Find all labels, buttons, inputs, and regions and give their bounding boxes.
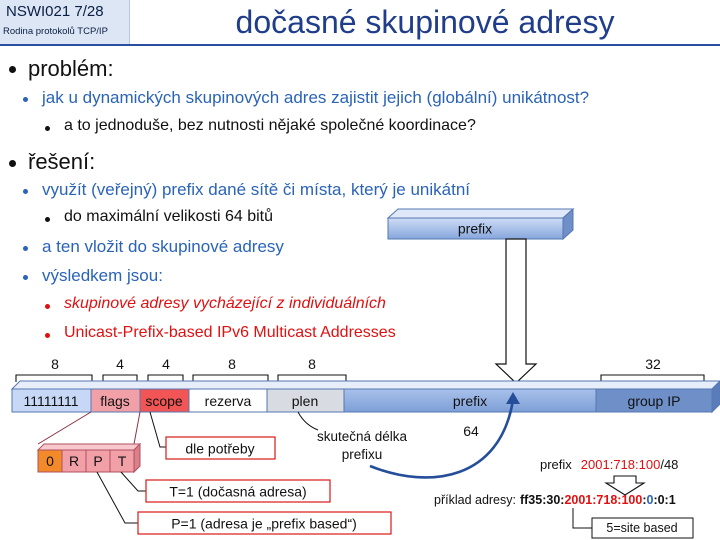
plen-curve-arrow <box>369 399 515 479</box>
bullet-dot <box>23 246 28 251</box>
flag-bit-r: R <box>69 453 79 469</box>
bits-8-a: 8 <box>51 356 59 372</box>
plen-note-line1: skutečná délka <box>317 429 408 444</box>
bullet-problem: problém: <box>28 56 114 81</box>
bullet-solution-1a: do maximální velikosti 64 bitů <box>64 208 273 225</box>
address-fields <box>11 388 713 413</box>
site-pointer <box>572 508 592 529</box>
connector-lines <box>96 411 166 524</box>
header-divider <box>0 44 720 46</box>
note-t: T=1 (dočasná adresa) <box>169 484 306 500</box>
flag-bit-p: P <box>93 453 102 469</box>
example-address: příklad adresy:ff35:30:2001:718:100:0:0:… <box>434 493 676 507</box>
note-p-box <box>137 511 392 535</box>
insert-arrow <box>494 238 538 384</box>
bullet-dot <box>23 97 28 102</box>
bit-labels: 8 4 4 8 8 64 32 <box>51 356 661 439</box>
bullet-problem-question-2: a to jednoduše, bez nutnosti nějaké spol… <box>64 117 476 134</box>
plen-arrowhead <box>506 392 520 404</box>
prefix-source-box: prefix <box>386 207 575 241</box>
bullet-solution-3a: skupinové adresy vycházející z individuá… <box>64 295 386 312</box>
field-prefix: prefix <box>453 393 487 409</box>
field-group-ip: group IP <box>628 393 681 409</box>
field-plen: plen <box>292 393 318 409</box>
bullet-solution: řešení: <box>28 149 96 174</box>
bits-8-b: 8 <box>228 356 236 372</box>
bullet-dot <box>45 126 50 131</box>
field-flags: flags <box>100 393 130 409</box>
bullet-solution-3: výsledkem jsou: <box>42 266 163 285</box>
bits-8-c: 8 <box>308 356 316 372</box>
note-scope-box <box>165 436 276 460</box>
bullet-solution-2: a ten vložit do skupinové adresy <box>42 237 284 256</box>
bullet-dot <box>23 275 28 280</box>
course-code: NSWI021 7/28 <box>6 3 104 20</box>
plen-pointer <box>297 411 319 431</box>
bullet-dot <box>9 66 16 73</box>
field-reserved: rezerva <box>205 393 252 409</box>
field-scope: scope <box>145 393 183 409</box>
bits-4-b: 4 <box>162 356 170 372</box>
bullet-dot <box>45 333 50 338</box>
header-badge: NSWI021 7/28 Rodina protokolů TCP/IP <box>0 0 130 44</box>
bits-32: 32 <box>645 356 661 372</box>
bullet-dot <box>9 160 16 167</box>
example-down-arrow <box>604 475 646 496</box>
bullet-dot <box>45 304 50 309</box>
flag-bit-t: T <box>118 453 127 469</box>
note-p: P=1 (adresa je „prefix based“) <box>171 516 357 532</box>
field-ff: 11111111 <box>23 393 78 409</box>
bits-4-a: 4 <box>116 356 124 372</box>
note-scope: dle potřeby <box>185 441 254 457</box>
prefix-box-label: prefix <box>458 221 492 237</box>
site-note: 5=site based <box>606 521 677 535</box>
plen-note-line2: prefixu <box>342 447 383 462</box>
note-t-box <box>145 479 331 503</box>
flag-bits <box>36 442 142 474</box>
bullet-solution-1: využít (veřejný) prefix dané sítě či mís… <box>42 180 470 199</box>
bullet-solution-3b: Unicast-Prefix-based IPv6 Multicast Addr… <box>64 324 396 341</box>
bullet-dot <box>23 189 28 194</box>
page-title: dočasné skupinové adresy <box>235 4 615 40</box>
bits-64: 64 <box>463 423 479 439</box>
flag-bit-0: 0 <box>46 453 54 469</box>
site-note-box <box>591 517 694 539</box>
bullet-dot <box>45 217 50 222</box>
bullet-problem-question: jak u dynamických skupinových adres zaji… <box>42 88 590 107</box>
course-subtitle: Rodina protokolů TCP/IP <box>3 26 108 37</box>
